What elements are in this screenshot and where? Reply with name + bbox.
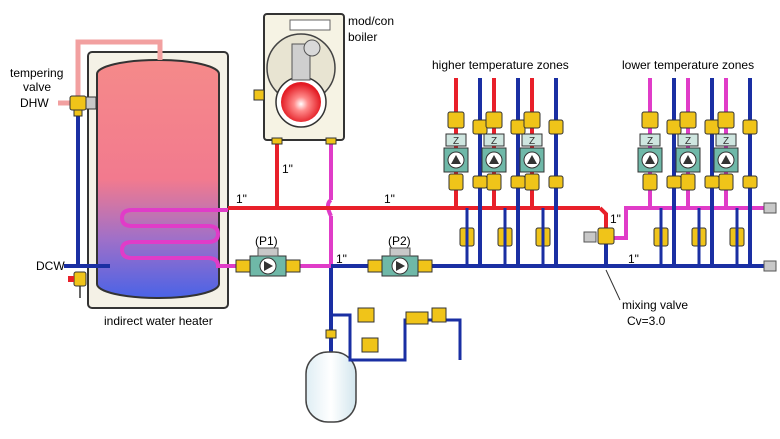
circulator-pump-p2-icon — [367, 247, 433, 277]
dcw-label: DCW — [36, 259, 65, 273]
zone-return-valve-icon — [472, 119, 488, 135]
zone-return-valve-icon — [472, 175, 488, 189]
return-size-mid: 1" — [336, 252, 347, 266]
header-end-cap-bottom — [763, 260, 777, 272]
dhw-label: DHW — [20, 96, 49, 110]
boiler-label-1: mod/con — [348, 14, 395, 28]
zone-valve-icon — [642, 173, 658, 191]
return-size-right: 1" — [628, 252, 639, 266]
svg-text:Z: Z — [647, 136, 653, 147]
zone-return-valve-icon — [510, 175, 526, 189]
expansion-tank-icon — [305, 329, 357, 423]
lower-zone-1: Z — [637, 78, 682, 266]
circulator-pump-icon: Z — [713, 133, 739, 173]
zone-valve-icon — [486, 173, 502, 191]
circulator-pump-icon: Z — [675, 133, 701, 173]
svg-text:Z: Z — [453, 136, 459, 147]
zone-return-valve-icon — [742, 119, 758, 135]
boiler-supply-size: 1" — [282, 162, 293, 176]
dcw-pipe — [64, 108, 110, 268]
zone-return-valve-icon — [666, 119, 682, 135]
circulator-pump-icon: Z — [481, 133, 507, 173]
zone-valve-icon — [718, 173, 734, 191]
higher-zone-2: Z — [481, 78, 526, 266]
tempering-valve-icon — [69, 95, 97, 117]
svg-text:Z: Z — [723, 136, 729, 147]
svg-text:Z: Z — [529, 136, 535, 147]
higher-zone-3: Z — [519, 78, 564, 266]
drain-valve-icon — [68, 271, 87, 298]
zone-valve-icon — [523, 111, 541, 129]
zone-return-valve-icon — [548, 119, 564, 135]
zone-valve-icon — [679, 111, 697, 129]
zone-valve-icon — [680, 173, 696, 191]
make-up-water-loop — [331, 313, 462, 362]
zone-valve-icon — [717, 111, 735, 129]
pressure-reducing-valve-icon — [357, 307, 447, 353]
heat-exchanger-coil — [119, 208, 228, 268]
header-end-cap-top — [763, 202, 777, 214]
zone-return-valve-icon — [548, 175, 564, 189]
zone-return-valve-icon — [704, 119, 720, 135]
zone-return-valve-icon — [742, 175, 758, 189]
indirect-water-heater-label: indirect water heater — [104, 314, 213, 328]
tempering-valve-label-2: valve — [23, 80, 52, 94]
indirect-water-heater — [87, 51, 229, 309]
svg-text:Z: Z — [685, 136, 691, 147]
pump-p2-label: (P2) — [388, 234, 411, 248]
higher-zone-1: Z — [443, 78, 488, 266]
mixing-valve-label: mixing valve — [622, 298, 689, 312]
circulator-pump-icon: Z — [443, 133, 469, 173]
boiler-label-2: boiler — [348, 30, 378, 44]
zone-valve-icon — [524, 173, 540, 191]
zone-return-valve-icon — [510, 119, 526, 135]
mixing-valve-icon — [583, 227, 615, 245]
boiler-return-fitting — [325, 137, 337, 145]
cv-label: Cv=3.0 — [627, 314, 666, 328]
zone-return-valve-icon — [666, 175, 682, 189]
supply-size-left: 1" — [236, 192, 247, 206]
supply-to-mixing-valve — [598, 206, 608, 234]
circulator-pump-p1-icon — [235, 247, 301, 277]
higher-zones-label: higher temperature zones — [432, 58, 569, 72]
boiler-air-vent-icon — [253, 89, 265, 101]
pump-p1-label: (P1) — [255, 234, 278, 248]
mixing-valve-leader — [605, 269, 621, 301]
mod-con-boiler — [263, 13, 345, 141]
zone-return-valve-icon — [704, 175, 720, 189]
tempering-valve-label: tempering — [10, 66, 64, 80]
lower-zones-label: lower temperature zones — [622, 58, 755, 72]
zone-valve-icon — [447, 111, 465, 129]
supply-size-right: 1" — [384, 192, 395, 206]
circulator-pump-icon: Z — [519, 133, 545, 173]
boiler-supply-fitting — [271, 137, 283, 145]
zone-valve-icon — [641, 111, 659, 129]
zone-valve-icon — [448, 173, 464, 191]
lower-zone-2: Z — [675, 78, 720, 266]
zone-valve-icon — [485, 111, 503, 129]
svg-text:Z: Z — [491, 136, 497, 147]
lower-zone-3: Z — [713, 78, 758, 266]
circulator-pump-icon: Z — [637, 133, 663, 173]
mix-out-size: 1" — [610, 212, 621, 226]
